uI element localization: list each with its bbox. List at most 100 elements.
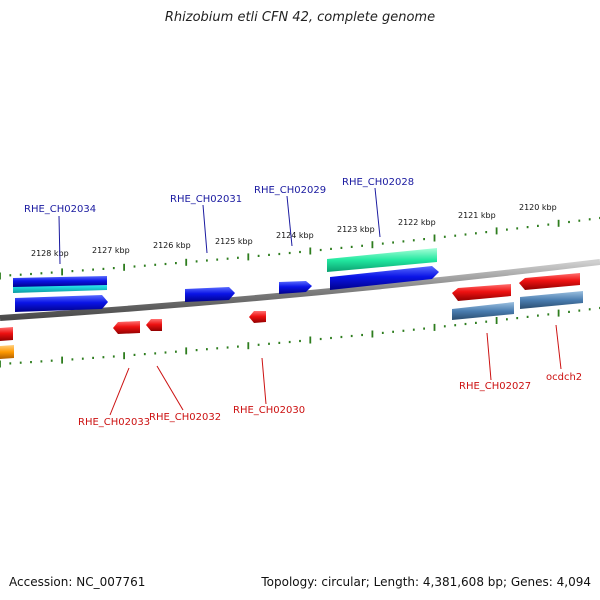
gene-arrow-rhe-ch02028[interactable]: [327, 248, 437, 272]
minor-tick: [268, 253, 270, 256]
gene-arrow-rhe-ch02027[interactable]: [452, 284, 511, 301]
minor-tick: [537, 314, 539, 317]
minor-tick: [237, 345, 239, 348]
minor-tick: [485, 320, 488, 323]
gene-arrow-rhe-ch02031[interactable]: [185, 287, 235, 302]
major-tick: [123, 352, 125, 360]
minor-tick: [92, 356, 94, 359]
minor-tick: [9, 274, 12, 277]
minor-tick: [226, 346, 229, 349]
gene-arrow-steel[interactable]: [520, 291, 583, 309]
minor-tick: [475, 232, 477, 235]
gene-arrow-rhe-ch02032[interactable]: [146, 319, 162, 331]
minor-tick: [40, 360, 43, 363]
minor-tick: [578, 219, 581, 222]
leader-line: [286, 195, 293, 247]
minor-tick: [381, 242, 384, 245]
minor-tick: [216, 258, 219, 261]
minor-tick: [340, 246, 343, 249]
gene-label-rhe-ch02029[interactable]: RHE_CH02029: [254, 185, 326, 196]
minor-tick: [340, 335, 343, 339]
leader-line: [156, 365, 184, 411]
gene-label-rhe-ch02033[interactable]: RHE_CH02033: [78, 417, 150, 428]
gene-arrow-blue-long[interactable]: [330, 266, 439, 290]
minor-tick: [112, 355, 115, 358]
gene-arrow-steel[interactable]: [452, 302, 514, 320]
gene-arrow-rhe-ch02034[interactable]: [13, 276, 107, 287]
gene-arrow-blue[interactable]: [15, 295, 108, 312]
minor-tick: [143, 353, 146, 356]
minor-tick: [588, 218, 591, 221]
minor-tick: [288, 251, 291, 255]
gene-arrow-ocdch2[interactable]: [519, 273, 580, 290]
minor-tick: [506, 228, 508, 231]
minor-tick: [330, 336, 332, 340]
gene-label-rhe-ch02030[interactable]: RHE_CH02030: [233, 405, 305, 416]
minor-tick: [423, 327, 425, 330]
minor-tick: [516, 317, 519, 320]
minor-tick: [443, 325, 446, 328]
minor-tick: [526, 226, 529, 229]
gene-label-rhe-ch02031[interactable]: RHE_CH02031: [170, 194, 242, 205]
minor-tick: [350, 245, 353, 248]
minor-tick: [547, 223, 550, 226]
scale-label: 2123 kbp: [337, 225, 375, 234]
minor-tick: [30, 272, 32, 276]
minor-tick: [454, 324, 457, 327]
minor-tick: [50, 359, 53, 362]
minor-tick: [299, 250, 301, 254]
minor-tick: [40, 272, 43, 275]
scale-label: 2128 kbp: [31, 249, 69, 258]
minor-tick: [268, 342, 270, 345]
scale-label: 2120 kbp: [519, 203, 557, 212]
gene-arrow-red-edge[interactable]: [0, 327, 13, 341]
minor-tick: [257, 254, 260, 257]
minor-tick: [423, 238, 425, 241]
major-tick: [185, 258, 188, 266]
outer-scale-ticks: [0, 216, 600, 280]
minor-tick: [330, 247, 332, 250]
leader-line: [202, 204, 208, 254]
minor-tick: [547, 313, 550, 316]
gene-label-rhe-ch02034[interactable]: RHE_CH02034: [24, 204, 96, 215]
minor-tick: [19, 361, 22, 364]
minor-tick: [112, 267, 115, 270]
gene-label-rhe-ch02027[interactable]: RHE_CH02027: [459, 381, 531, 392]
minor-tick: [568, 220, 570, 224]
gene-arrow-rhe-ch02029[interactable]: [279, 281, 312, 294]
scale-label: 2127 kbp: [92, 246, 130, 255]
gene-label-rhe-ch02032[interactable]: RHE_CH02032: [149, 412, 221, 423]
major-tick: [0, 360, 1, 368]
genome-backbone: [0, 259, 600, 321]
scale-label: 2125 kbp: [215, 237, 253, 246]
scale-label: 2121 kbp: [458, 211, 496, 220]
major-tick: [433, 323, 436, 331]
major-tick: [123, 263, 125, 271]
minor-tick: [19, 273, 22, 276]
minor-tick: [485, 231, 488, 234]
accession-text: Accession: NC_007761: [9, 575, 146, 589]
minor-tick: [81, 357, 84, 360]
minor-tick: [392, 241, 394, 244]
minor-tick: [226, 257, 229, 260]
minor-tick: [568, 310, 570, 313]
major-tick: [185, 347, 188, 355]
gene-arrow-rhe-ch02030[interactable]: [249, 311, 266, 323]
minor-tick: [464, 233, 467, 236]
minor-tick: [81, 269, 84, 272]
gene-label-rhe-ch02028[interactable]: RHE_CH02028: [342, 177, 414, 188]
minor-tick: [278, 341, 281, 344]
major-tick: [247, 253, 250, 261]
gene-arrow-orange-edge[interactable]: [0, 345, 14, 359]
minor-tick: [412, 239, 415, 242]
minor-tick: [71, 270, 74, 273]
minor-tick: [92, 268, 94, 271]
major-tick: [61, 356, 63, 364]
minor-tick: [237, 256, 239, 259]
minor-tick: [506, 318, 508, 321]
major-tick: [61, 268, 63, 276]
gene-arrow-rhe-ch02033[interactable]: [113, 321, 140, 334]
minor-tick: [319, 248, 322, 252]
minor-tick: [133, 265, 136, 268]
gene-label-ocdch2[interactable]: ocdch2: [546, 372, 582, 383]
